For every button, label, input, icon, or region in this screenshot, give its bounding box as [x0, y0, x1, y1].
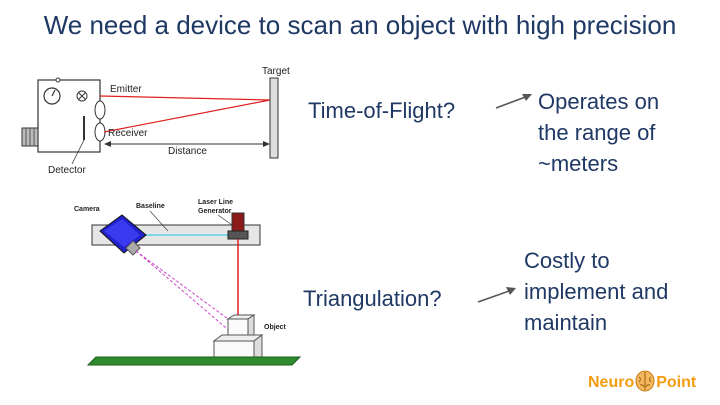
detector-label: Detector: [48, 165, 86, 176]
emitter-label: Emitter: [110, 84, 142, 95]
tof-note: Operates on the range of ~meters: [538, 86, 659, 179]
object-label: Object: [264, 324, 286, 331]
tof-note-line: the range of: [538, 120, 656, 145]
target-label: Target: [262, 66, 290, 77]
tof-question: Time-of-Flight?: [308, 98, 456, 123]
distance-label: Distance: [168, 146, 207, 157]
triangulation-question: Triangulation?: [303, 286, 442, 311]
laser-label-line1: Laser Line: [198, 199, 233, 206]
triangulation-arrow: [477, 287, 516, 303]
tof-note-line: ~meters: [538, 151, 619, 176]
triangulation-note: Costly to implement and maintain: [524, 245, 668, 338]
tof-arrow: [495, 94, 532, 109]
receiver-label: Receiver: [108, 128, 148, 139]
camera-label: Camera: [74, 206, 100, 213]
brain-icon: [635, 370, 655, 392]
tof-diagram: Emitter Receiver Detector Target Distanc…: [21, 66, 290, 176]
tof-note-line: Operates on: [538, 89, 660, 114]
logo-neuro-text: Neuro: [588, 374, 635, 391]
triangulation-note-line: maintain: [524, 310, 608, 335]
baseline-label: Baseline: [136, 203, 165, 210]
neuropoint-logo: Neuro Point: [588, 370, 696, 392]
logo-point-text: Point: [656, 374, 697, 391]
slide-title: We need a device to scan an object with …: [43, 10, 677, 40]
triangulation-note-line: implement and: [524, 279, 669, 304]
triangulation-diagram: Camera Baseline Laser Line Generator Obj…: [74, 199, 302, 366]
triangulation-note-line: Costly to: [524, 248, 610, 273]
laser-label-line2: Generator: [198, 208, 232, 215]
